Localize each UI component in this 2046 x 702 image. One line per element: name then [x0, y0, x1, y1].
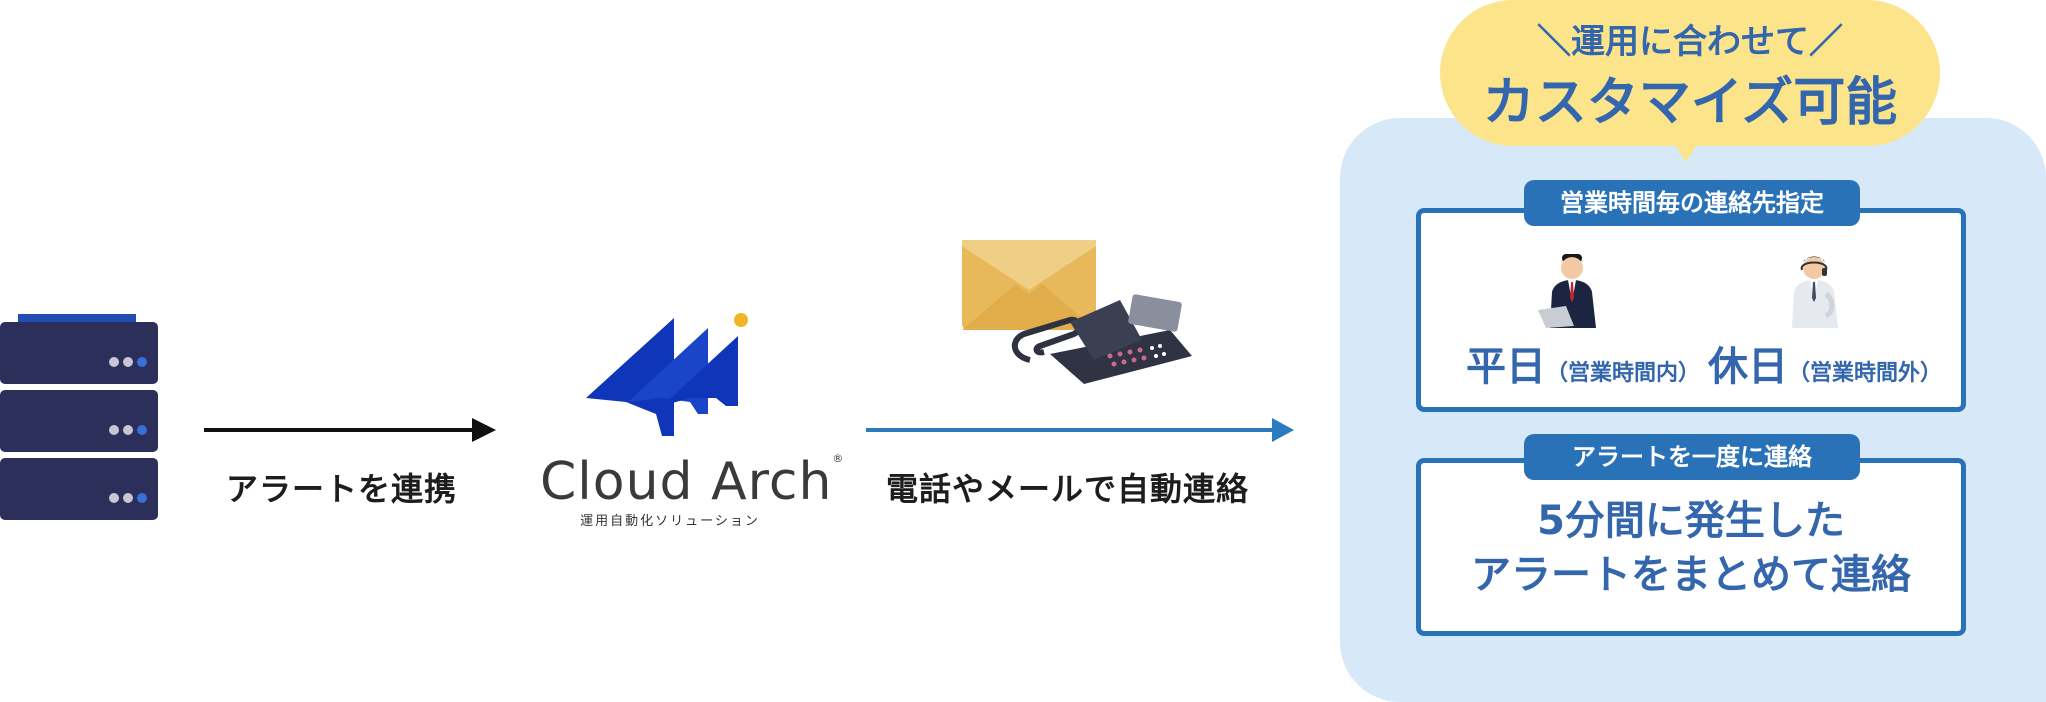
cloud-arch-logo — [586, 313, 748, 436]
bulk-alert-line2: アラートをまとめて連絡 — [1471, 552, 1911, 598]
operator-icon — [1792, 256, 1838, 328]
bubble-subtitle: ＼運用に合わせて／ — [1537, 22, 1843, 62]
weekday-main: 平日 — [1466, 344, 1546, 390]
envelope-icon — [962, 240, 1096, 330]
weekday-sub: （営業時間内） — [1546, 361, 1701, 386]
logo-tagline: 運用自動化ソリューション — [580, 514, 760, 529]
alert-link-label: アラートを連携 — [226, 470, 458, 508]
card-bulk-alert-tag: アラートを一度に連絡 — [1524, 434, 1860, 480]
arrow-to-panel — [866, 418, 1294, 442]
speech-bubble — [1440, 0, 1940, 146]
bubble-title: カスタマイズ可能 — [1482, 73, 1898, 133]
card-contact-by-hours-tag: 営業時間毎の連絡先指定 — [1524, 180, 1860, 226]
holiday-label: 休日（営業時間外） — [1708, 334, 1942, 392]
weekday-label: 平日（営業時間内） — [1466, 334, 1700, 392]
arrow-to-logo — [204, 418, 496, 442]
holiday-sub: （営業時間外） — [1788, 361, 1943, 386]
auto-contact-label: 電話やメールで自動連絡 — [886, 470, 1250, 508]
desk-phone-icon — [1012, 294, 1192, 384]
speech-bubble-tail — [1672, 140, 1700, 162]
logo-name: Cloud Arch — [540, 452, 833, 512]
holiday-main: 休日 — [1708, 344, 1788, 390]
server-rack-icon — [0, 314, 158, 520]
bulk-alert-line1: 5分間に発生した — [1537, 498, 1845, 544]
logo-wordmark: Cloud Arch® — [540, 452, 844, 512]
registered-mark: ® — [832, 452, 845, 465]
businessman-icon — [1538, 254, 1596, 328]
